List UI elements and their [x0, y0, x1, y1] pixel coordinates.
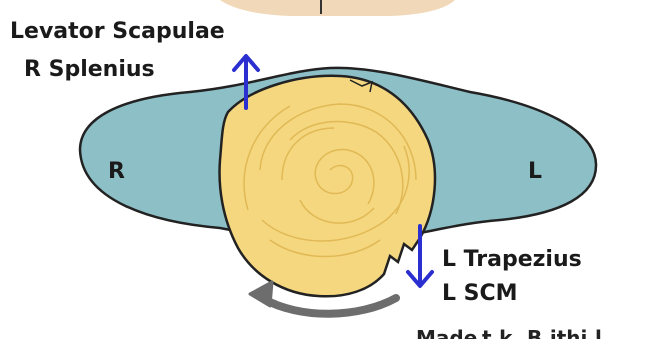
- label-side-r: R: [108, 159, 125, 184]
- label-l-trapezius: L Trapezius: [442, 247, 582, 272]
- label-l-scm: L SCM: [442, 281, 518, 306]
- top-band-shape: [220, 0, 455, 16]
- label-r-splenius: R Splenius: [24, 57, 155, 82]
- credit-text-cut-off: Made: [416, 326, 477, 339]
- label-levator-scapulae: Levator Scapulae: [10, 19, 225, 44]
- label-side-l: L: [528, 159, 542, 184]
- credit-text-cut-off-2: t.k. B.ithi.l.: [482, 326, 609, 339]
